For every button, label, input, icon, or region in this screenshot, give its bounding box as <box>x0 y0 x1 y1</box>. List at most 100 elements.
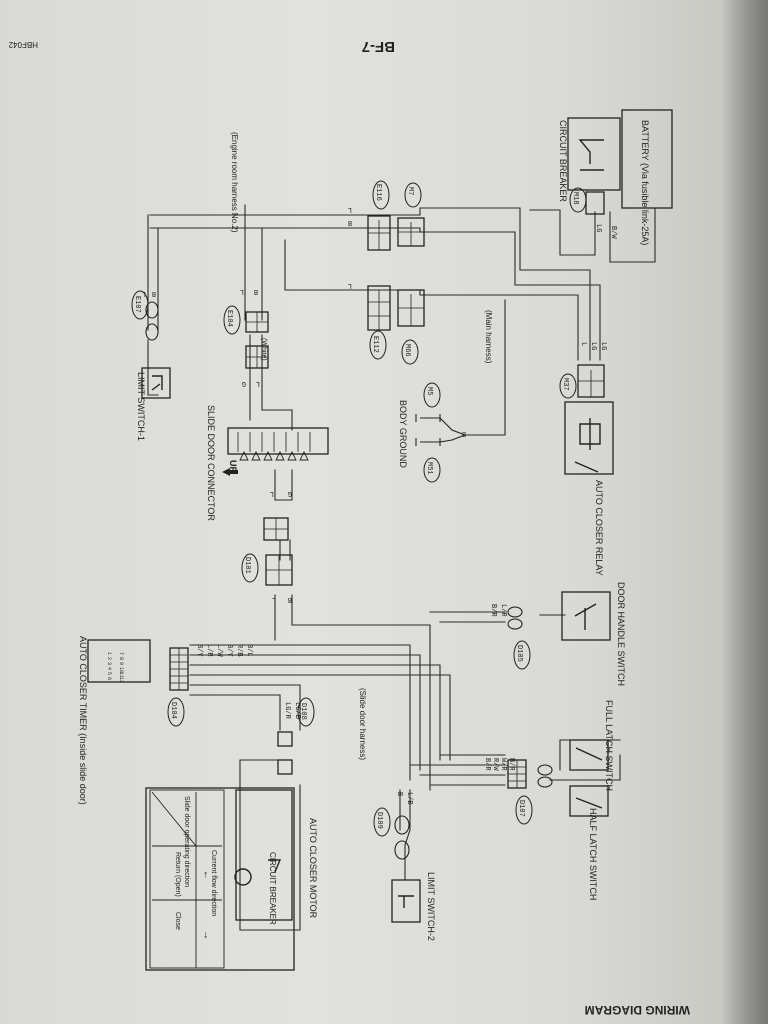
conn-d108a <box>277 731 293 747</box>
motor-inner-box <box>235 789 293 921</box>
limit-switch-1-box <box>141 367 171 399</box>
latch-contacts <box>575 747 603 809</box>
wire-d101-0: L <box>272 595 276 603</box>
wire-relay-1: LG <box>589 342 597 350</box>
connector-id-m66: M66 <box>403 344 411 357</box>
wire-white <box>249 334 293 431</box>
connector-id-e104: E104 <box>225 310 233 327</box>
wire-d101-1: B <box>288 595 292 603</box>
wire-ground: B <box>462 429 466 437</box>
wire-limit2 <box>399 789 411 881</box>
limit-switch-1-label: LIMIT SWITCH-1 <box>136 372 146 441</box>
page-edge-shadow <box>720 0 768 1024</box>
connector-id-d108: D108 <box>299 703 307 720</box>
timer-pin-4: 4 <box>106 667 112 670</box>
battery-label: BATTERY (Via fusible link-25A) <box>640 120 650 245</box>
wire-limit1 <box>147 214 159 331</box>
wire-d109-0: B <box>395 792 403 796</box>
wire-d104-5: B/L <box>245 644 253 657</box>
timer-pin-1: 1 <box>106 652 112 655</box>
wire-d104-3: B/Y <box>225 644 233 657</box>
wire-white-0: G <box>242 379 246 387</box>
wire-d107-1: R/W <box>491 758 499 771</box>
wire-door-handle <box>429 611 566 623</box>
wire-d104-4: R/B <box>235 644 243 657</box>
half-latch-switch-box <box>569 785 609 817</box>
wire-relay-2: LG <box>599 342 607 350</box>
limit-switch-2-box <box>391 879 421 923</box>
table-row-1-symbol: → <box>201 930 212 940</box>
wire-breaker-lg <box>529 209 596 256</box>
up-arrow-icon <box>222 468 238 476</box>
wire-limit1-0: L <box>142 289 146 297</box>
connector-id-d109: D109 <box>375 812 383 829</box>
connector-id-e116: E116 <box>374 184 382 201</box>
timer-pin-11: 11 <box>118 672 124 678</box>
full-latch-label: FULL LATCH SWITCH <box>604 700 614 791</box>
conn-d109-b <box>394 840 410 860</box>
wire-motor <box>239 759 301 931</box>
timer-pin-10: 10 <box>118 667 124 673</box>
connector-id-d105: D105 <box>515 645 523 662</box>
conn-e107-b <box>145 323 159 341</box>
relay-box <box>564 401 614 475</box>
full-latch-switch-box <box>569 739 609 771</box>
wire-d104-2: L/W <box>215 644 223 657</box>
wire-to-d101 <box>279 539 291 561</box>
wire-ground-b <box>464 299 506 436</box>
slide-door-connector-label: SLIDE DOOR CONNECTOR <box>206 405 216 521</box>
conn-d109-a <box>394 815 410 835</box>
door-handle-contact <box>574 603 597 630</box>
limit2-contact <box>398 895 414 908</box>
timer-pin-2: 2 <box>106 657 112 660</box>
wire-conn-0: L <box>270 489 274 497</box>
connector-id-e107: E107 <box>133 296 141 313</box>
wire-limit1-leg <box>147 339 159 396</box>
table-header-left: Slide door operating direction <box>183 796 190 887</box>
wire-battery-bw <box>609 207 656 263</box>
table-header-right: Current flow direction <box>210 850 217 916</box>
connector-id-d104: D104 <box>169 702 177 719</box>
wire-d108-1: LG/B <box>293 702 301 719</box>
wire-d105-0: B/R <box>489 604 497 617</box>
wire-main-l2 <box>284 239 579 361</box>
conn-latch-b <box>537 776 553 788</box>
half-latch-label: HALF LATCH SWITCH <box>588 808 598 900</box>
timer-pin-8: 8 <box>118 657 124 660</box>
wire-d107-0: B/R <box>483 758 491 771</box>
timer-pin-7: 7 <box>118 652 124 655</box>
connector-id-m51: M51 <box>425 462 433 475</box>
connector-id-e112: E112 <box>371 336 379 353</box>
wire-lg: LG <box>594 224 602 232</box>
motor-outer-box <box>145 787 295 971</box>
slide-door-harness: (Slide door harness) <box>358 688 367 760</box>
wire-bw: B/W <box>609 226 617 239</box>
slide-door-connector-box <box>227 427 329 455</box>
breaker-symbol <box>578 139 604 171</box>
timer-pin-12: 12 <box>118 677 124 683</box>
conn-d105-a <box>507 606 523 618</box>
limit1-contact <box>151 375 163 391</box>
table-row-1-direction: Close <box>174 912 181 930</box>
limit-switch-2-label: LIMIT SWITCH-2 <box>426 872 436 941</box>
conn-latch-a <box>537 764 553 776</box>
table-row-0-direction: Return (Open) <box>174 852 181 897</box>
timer-pin-5: 5 <box>106 672 112 675</box>
connector-id-d101: D101 <box>243 557 251 574</box>
page-code: HBF042 <box>8 40 38 49</box>
wire-white-1: L <box>256 379 260 387</box>
conn-e107-a <box>145 301 159 319</box>
wire-d101-down <box>274 594 431 791</box>
wire-connector-out <box>274 469 293 501</box>
door-handle-label: DOOR HANDLE SWITCH <box>616 582 626 686</box>
wire-hl-1: B <box>348 218 352 226</box>
wire-d104-0: B/Y <box>195 644 203 657</box>
wire-main-l <box>149 207 591 361</box>
relay-coil <box>574 418 601 473</box>
wire-d105-1: L/R <box>499 604 507 617</box>
wire-main-b <box>149 227 601 361</box>
up-label: UP <box>228 460 238 473</box>
timer-pin-6: 6 <box>106 677 112 680</box>
relay-label: AUTO CLOSER RELAY <box>594 480 604 576</box>
